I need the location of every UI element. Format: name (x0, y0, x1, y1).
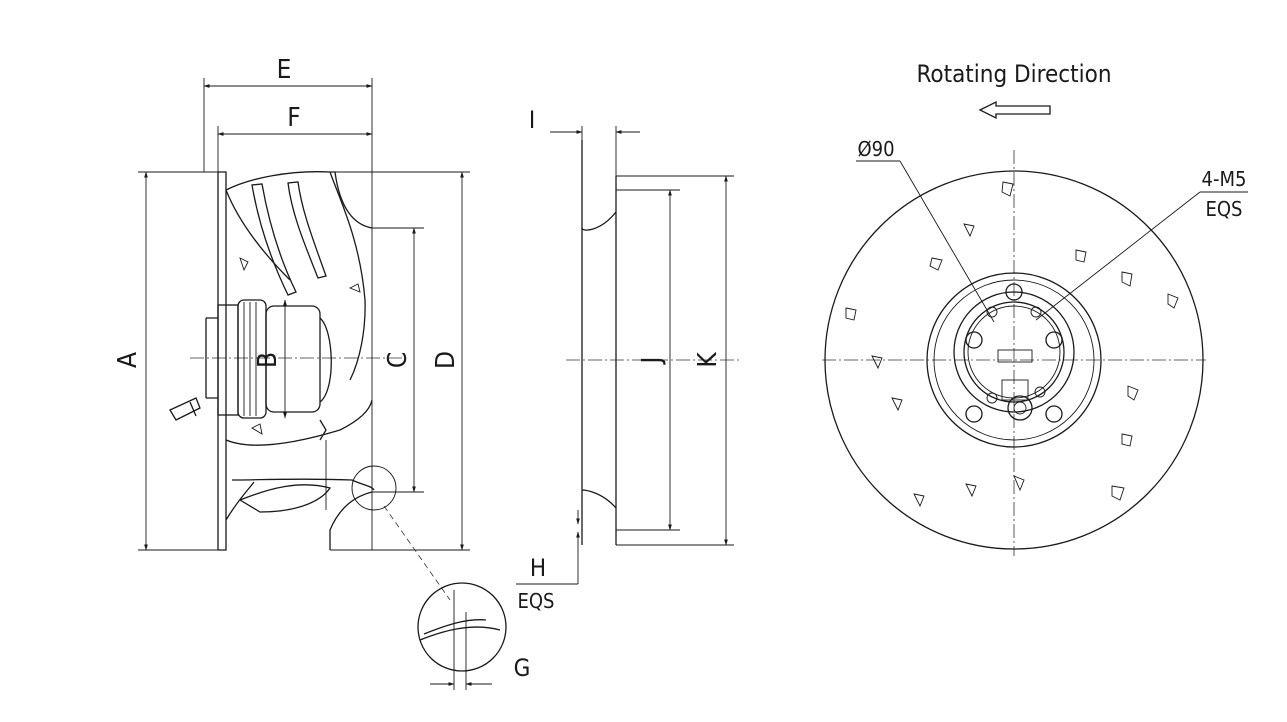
dim-f-label: F (287, 103, 300, 133)
dim-a-label: A (113, 352, 143, 368)
dim-d-label: D (431, 351, 461, 369)
side-view: E F A B C D G (113, 55, 530, 690)
thread-note: EQS (1206, 197, 1243, 221)
dim-h-note: EQS (518, 589, 555, 613)
dim-c-label: C (383, 352, 413, 368)
inlet-ring-view: I J K H EQS (516, 106, 740, 613)
thread-label: 4-M5 (1202, 167, 1247, 191)
dim-k-label: K (693, 352, 723, 368)
front-view: Rotating Direction Ø90 4-M5 EQS (822, 60, 1248, 556)
dim-j-label: J (637, 357, 667, 366)
diameter-label: Ø90 (857, 137, 894, 161)
dim-g-label: G (514, 654, 531, 682)
rotation-arrow-icon (978, 100, 1051, 120)
rotating-direction-label: Rotating Direction (916, 60, 1111, 88)
dim-b-label: B (253, 352, 283, 368)
dim-e-label: E (277, 55, 292, 85)
dim-h-label: H (530, 554, 546, 582)
dim-i-label: I (529, 106, 535, 134)
